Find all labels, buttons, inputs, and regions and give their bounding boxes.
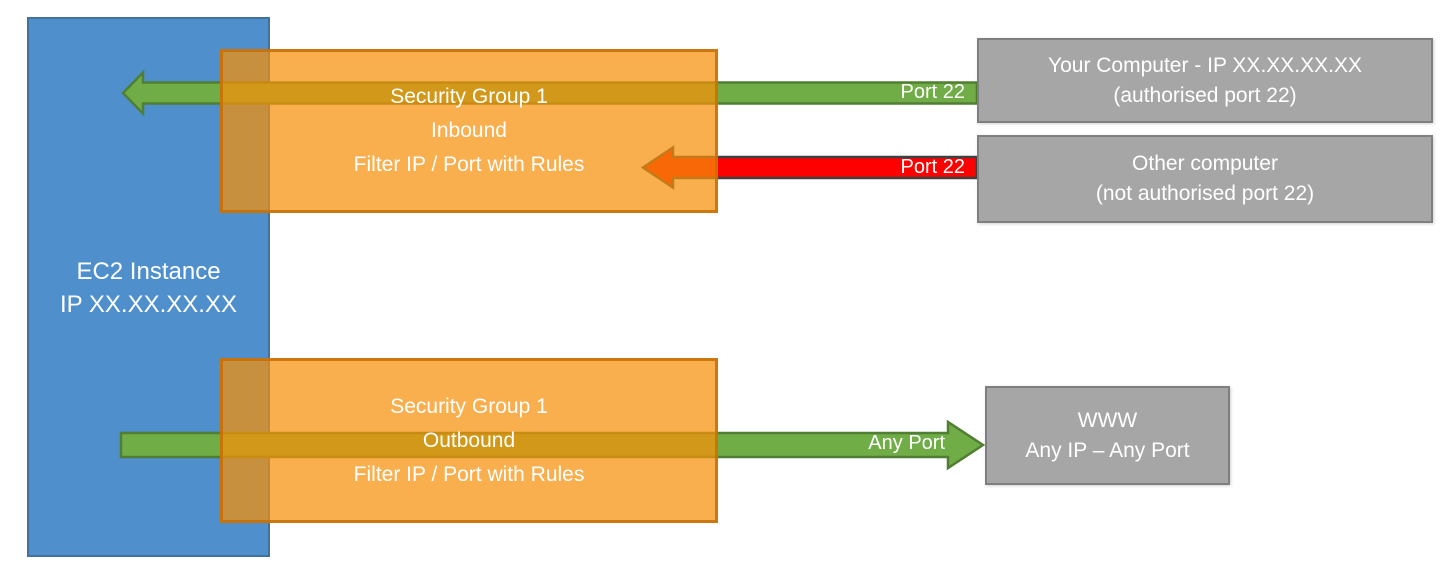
your-computer-subtitle: (authorised port 22): [1113, 83, 1297, 107]
ec2-instance-label: EC2 Instance IP XX.XX.XX.XX: [29, 255, 268, 321]
inbound-sg-direction: Inbound: [431, 119, 507, 142]
inbound-blocked-port-label: Port 22: [900, 156, 965, 178]
www-box: WWW Any IP – Any Port: [985, 386, 1230, 485]
your-computer-box: Your Computer - IP XX.XX.XX.XX (authoris…: [977, 38, 1433, 123]
security-group-outbound-box: Security Group 1 Outbound Filter IP / Po…: [220, 358, 718, 523]
inbound-sg-description: Filter IP / Port with Rules: [353, 153, 585, 176]
other-computer-subtitle: (not authorised port 22): [1095, 182, 1315, 205]
inbound-sg-title: Security Group 1: [390, 85, 548, 108]
www-title: WWW: [1077, 408, 1138, 432]
outbound-port-label: Any Port: [868, 432, 945, 454]
outbound-sg-direction: Outbound: [422, 428, 516, 452]
ec2-instance-title: EC2 Instance: [76, 258, 221, 285]
ec2-instance-ip: IP XX.XX.XX.XX: [60, 291, 237, 318]
www-subtitle: Any IP – Any Port: [1025, 438, 1190, 462]
your-computer-title: Your Computer - IP XX.XX.XX.XX: [1048, 53, 1362, 77]
outbound-sg-title: Security Group 1: [390, 394, 548, 418]
other-computer-box: Other computer (not authorised port 22): [977, 135, 1433, 223]
outbound-sg-description: Filter IP / Port with Rules: [353, 462, 585, 486]
other-computer-title: Other computer: [1132, 152, 1278, 175]
inbound-allowed-port-label: Port 22: [900, 81, 965, 103]
security-group-inbound-box: Security Group 1 Inbound Filter IP / Por…: [220, 49, 718, 213]
